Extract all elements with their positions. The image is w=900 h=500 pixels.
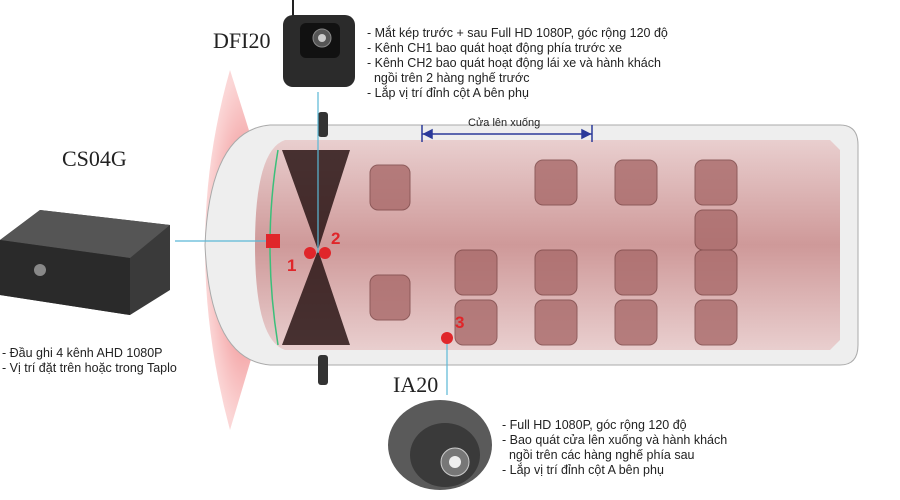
desc-line: - Lắp vị trí đỉnh cột A bên phụ bbox=[367, 86, 529, 100]
desc-line: - Đầu ghi 4 kênh AHD 1080P bbox=[2, 346, 163, 360]
desc-line: - Vị trí đặt trên hoặc trong Taplo bbox=[2, 361, 177, 375]
door-arrow bbox=[421, 125, 593, 142]
desc-line: - Kênh CH2 bao quát hoạt động lái xe và … bbox=[367, 56, 661, 70]
marker-label-2: 2 bbox=[331, 229, 341, 248]
cs04g-device-image bbox=[0, 210, 170, 315]
marker-label-1: 1 bbox=[287, 256, 297, 275]
desc-line: ngồi trên các hàng nghế phía sau bbox=[502, 448, 695, 462]
camera-3-marker bbox=[441, 332, 453, 344]
desc-line: ngồi trên 2 hàng nghế trước bbox=[367, 71, 530, 85]
marker-label-3: 3 bbox=[455, 313, 465, 332]
seats bbox=[369, 159, 738, 346]
camera-2-marker bbox=[319, 247, 331, 259]
desc-line: - Bao quát cửa lên xuống và hành khách bbox=[502, 433, 728, 447]
desc-line: - Lắp vị trí đỉnh cột A bên phụ bbox=[502, 463, 664, 477]
cs04g-marker bbox=[266, 234, 280, 248]
ia20-device-image bbox=[388, 400, 492, 490]
ia20-title: IA20 bbox=[393, 372, 439, 397]
desc-line: - Kênh CH1 bao quát hoạt động phía trước… bbox=[367, 41, 622, 55]
desc-line: - Full HD 1080P, góc rộng 120 độ bbox=[502, 418, 687, 432]
camera-1-marker bbox=[304, 247, 316, 259]
cs04g-title: CS04G bbox=[62, 146, 127, 171]
door-label: Cửa lên xuống bbox=[468, 117, 541, 129]
desc-line: - Mắt kép trước + sau Full HD 1080P, góc… bbox=[367, 26, 668, 40]
cs04g-description: - Đầu ghi 4 kênh AHD 1080P- Vị trí đặt t… bbox=[2, 346, 177, 376]
ia20-description: - Full HD 1080P, góc rộng 120 độ- Bao qu… bbox=[502, 418, 727, 478]
dfi20-device-image bbox=[283, 0, 355, 87]
dfi20-description: - Mắt kép trước + sau Full HD 1080P, góc… bbox=[367, 26, 668, 101]
cab-view-cone bbox=[282, 150, 350, 345]
dfi20-title: DFI20 bbox=[213, 28, 271, 53]
